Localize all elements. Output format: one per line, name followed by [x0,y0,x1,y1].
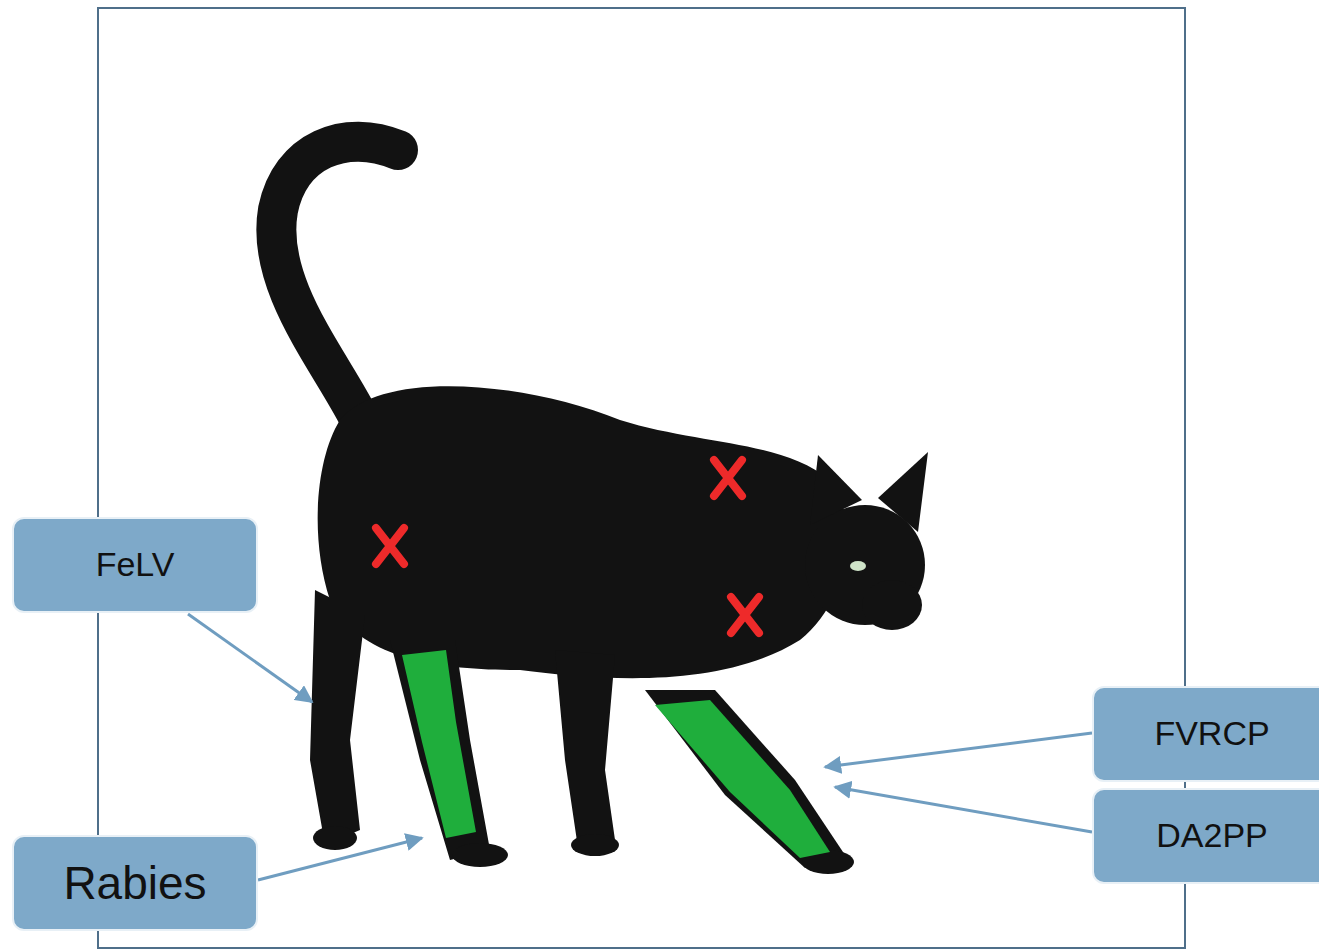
cat-leg [555,650,615,848]
leader-lines [188,614,1092,880]
cat-leg [390,640,490,860]
cat-leg [310,590,365,845]
vaccine-label: FeLV [96,546,175,583]
forbidden-sites [376,460,759,633]
frame [98,8,1185,948]
callout-box: FVRCP [1092,686,1319,782]
red-cross [376,528,404,564]
red-cross [731,597,759,633]
cat-leg [645,690,845,868]
cat-paw [452,843,508,867]
leader-line [835,787,1092,832]
vaccine-label: DA2PP [1156,817,1268,854]
leader-line [188,614,312,702]
green-zone [402,650,476,838]
green-zone [655,700,830,858]
cat-silhouette [276,142,928,874]
callout-box: Rabies [12,835,258,931]
vaccine-label: FVRCP [1154,715,1269,752]
red-cross [714,460,742,496]
cat-muzzle [862,580,922,630]
callout-box: FeLV [12,517,258,613]
callout-box: DA2PP [1092,788,1319,884]
cat-paw [571,834,619,856]
cat-eye [850,561,866,571]
injection-zones [402,650,830,858]
leader-line [258,838,422,880]
cat-tail [276,142,398,420]
cat-body [318,386,847,678]
leader-line [825,733,1092,767]
vaccine-label: Rabies [63,858,206,909]
cat-paw [313,826,357,850]
